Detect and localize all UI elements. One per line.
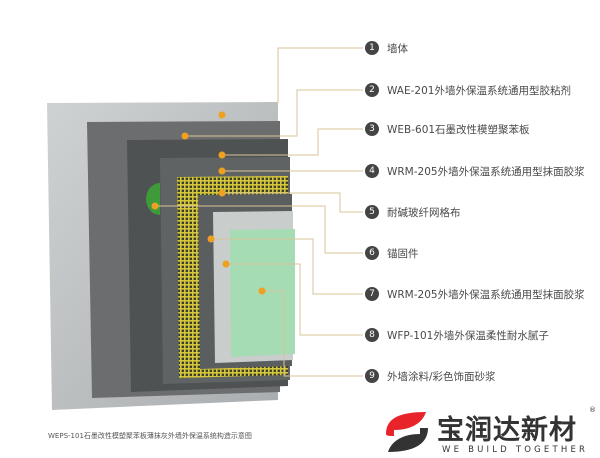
number-badge: 1	[365, 41, 379, 55]
number-badge: 2	[365, 83, 379, 97]
layer-label-text: 锚固件	[387, 247, 419, 260]
number-badge: 8	[365, 328, 379, 342]
brand-name: 宝润达新材	[437, 415, 577, 446]
registered-mark: ®	[589, 406, 596, 414]
number-badge: 7	[365, 287, 379, 301]
marker-dot-1	[218, 111, 226, 119]
layer-label-text: WRM-205外墙外保温系统通用型抹面胶浆	[387, 288, 585, 301]
layer-label-1: 1 墙体	[365, 40, 408, 56]
layer-label-8: 8 WFP-101外墙外保温柔性耐水腻子	[365, 327, 549, 343]
marker-dots	[151, 111, 266, 295]
marker-dot-9	[258, 287, 266, 295]
leader-line-3	[222, 128, 363, 156]
marker-dot-8	[222, 260, 230, 268]
diagram-caption: WEPS-101石墨改性模塑聚苯板薄抹灰外墙外保温系统构造示意图	[48, 432, 252, 440]
layer-label-text: WRM-205外墙外保温系统通用型抹面胶浆	[387, 165, 585, 178]
marker-dot-5	[218, 189, 226, 197]
layer-label-7: 7 WRM-205外墙外保温系统通用型抹面胶浆	[365, 286, 585, 302]
marker-dot-7	[207, 235, 215, 243]
leader-line-9	[262, 290, 363, 377]
number-badge: 9	[365, 369, 379, 383]
layer-label-5: 5 耐碱玻纤网格布	[365, 204, 461, 220]
marker-dot-6	[151, 202, 159, 210]
brand-slogan: WE BUILD TOGETHER	[442, 445, 589, 455]
marker-dot-3	[218, 151, 226, 159]
leader-line-8	[226, 263, 363, 336]
number-badge: 5	[365, 205, 379, 219]
layer-label-6: 6 锚固件	[365, 245, 419, 261]
number-badge: 6	[365, 246, 379, 260]
layer-label-2: 2 WAE-201外墙外保温系统通用型胶粘剂	[365, 82, 571, 98]
number-badge: 4	[365, 164, 379, 178]
layer-label-9: 9 外墙涂料/彩色饰面砂浆	[365, 368, 496, 384]
leader-line-7	[211, 238, 363, 295]
layer-label-4: 4 WRM-205外墙外保温系统通用型抹面胶浆	[365, 163, 585, 179]
layer-label-text: WAE-201外墙外保温系统通用型胶粘剂	[387, 84, 571, 97]
leader-line-6	[155, 205, 363, 254]
layer-label-text: WFP-101外墙外保温柔性耐水腻子	[387, 329, 549, 342]
brand-logo-icon	[386, 412, 428, 452]
layer-label-text: 墙体	[387, 42, 408, 55]
number-badge: 3	[365, 122, 379, 136]
marker-dot-4	[218, 167, 226, 175]
layer-label-text: WEB-601石墨改性模塑聚苯板	[387, 123, 530, 136]
leader-line-1	[277, 47, 363, 103]
layer-label-text: 外墙涂料/彩色饰面砂浆	[387, 370, 496, 383]
leader-line-5	[222, 192, 363, 213]
leader-line-2	[185, 89, 363, 137]
marker-dot-2	[181, 132, 189, 140]
layer-label-text: 耐碱玻纤网格布	[387, 206, 461, 219]
leader-lines	[155, 47, 363, 377]
layer-label-3: 3 WEB-601石墨改性模塑聚苯板	[365, 121, 530, 137]
